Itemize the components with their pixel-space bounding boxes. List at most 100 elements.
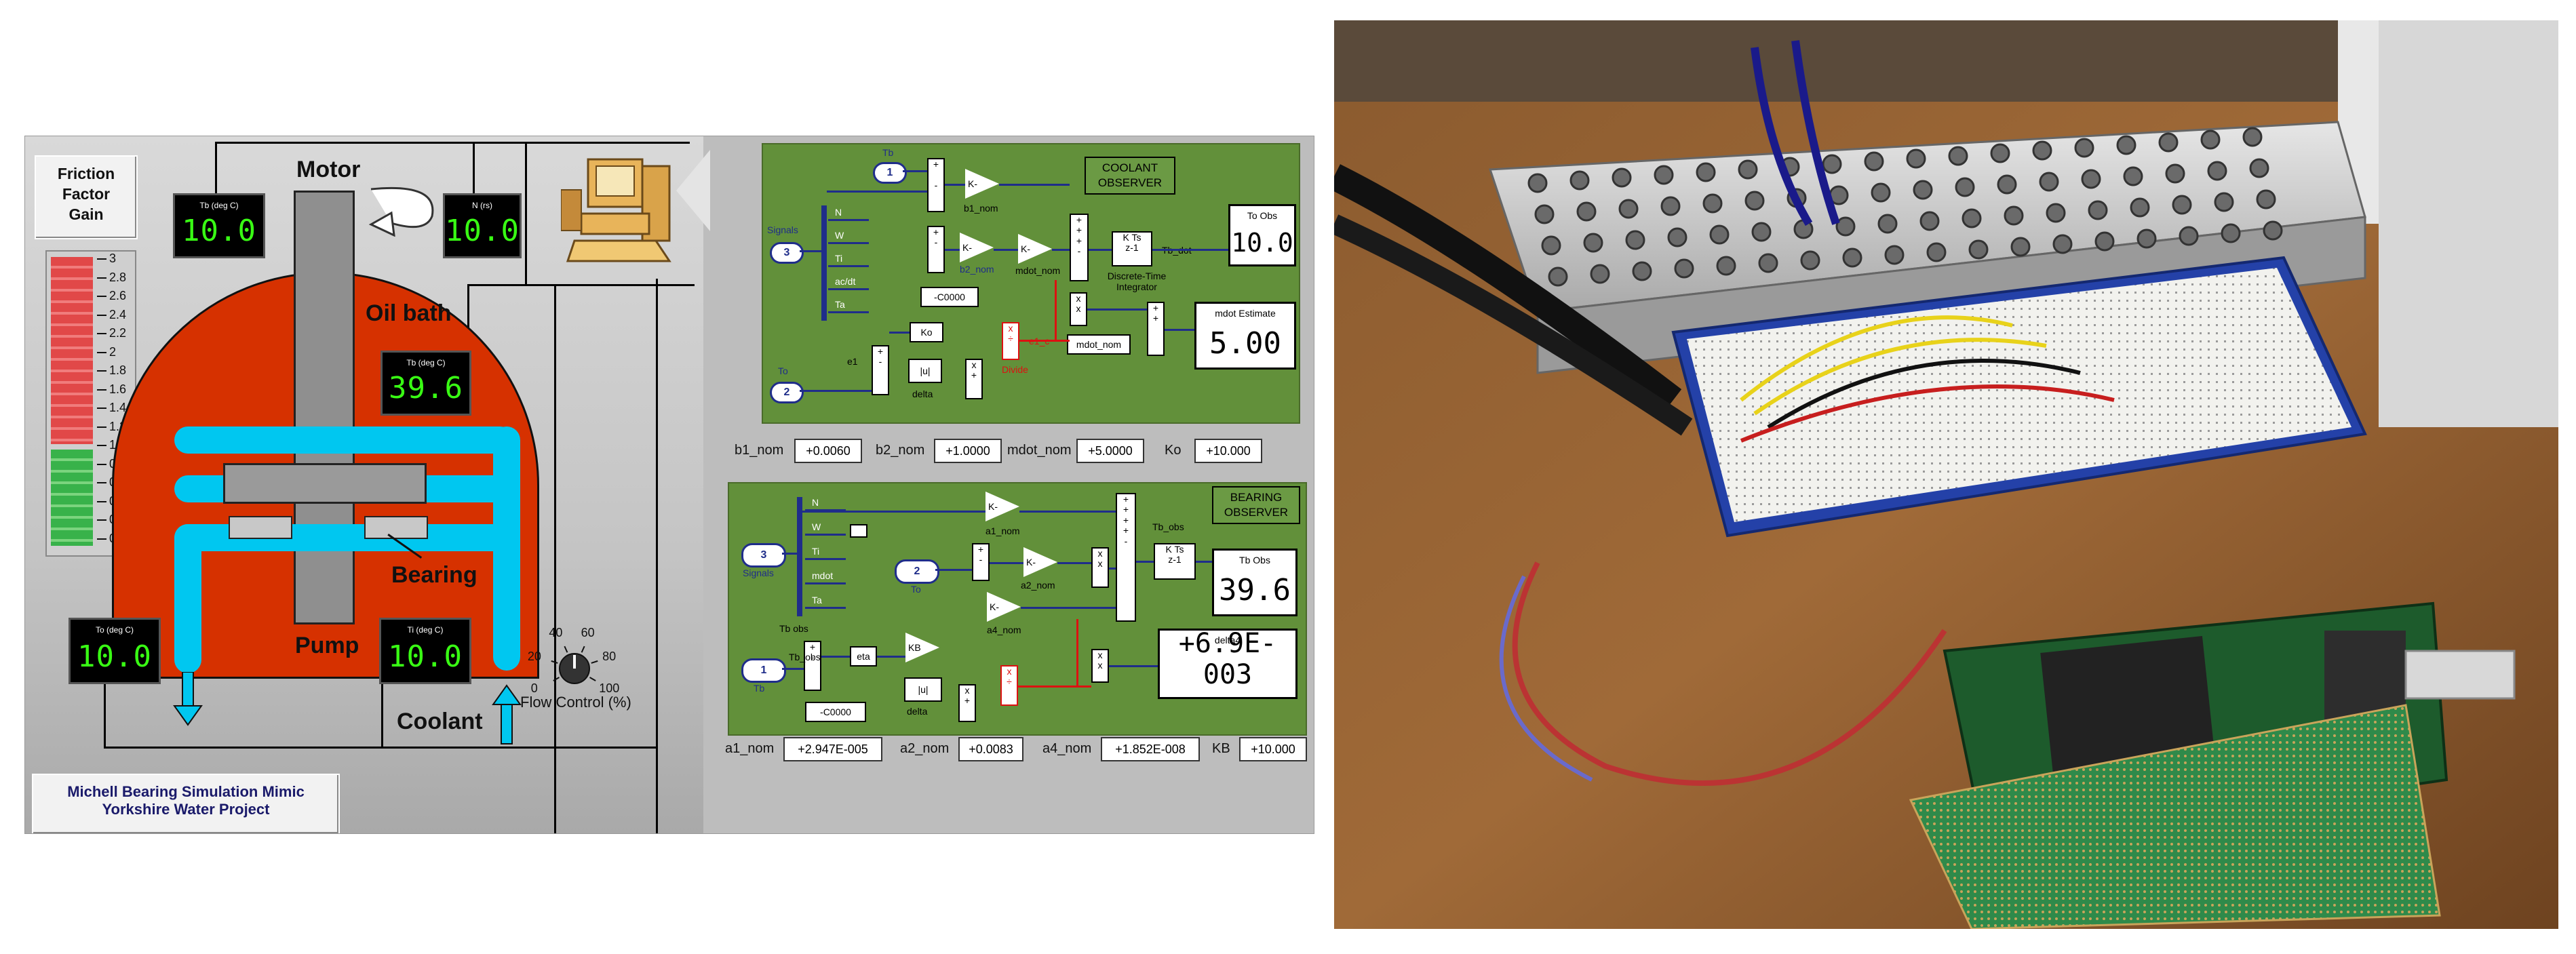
signal-line [877, 656, 905, 658]
param-label: b1_nom [735, 443, 784, 458]
wire [467, 284, 469, 365]
signal-line [805, 558, 846, 560]
bnc-connector [1744, 191, 1765, 211]
param-value-field[interactable]: +0.0083 [958, 737, 1023, 761]
to-input-label: To [778, 365, 788, 376]
bnc-connector [1913, 180, 1933, 200]
param-value-field[interactable]: +10.000 [1239, 737, 1307, 761]
jumper-wires [1499, 315, 2115, 786]
display-value: 10.0 [77, 639, 152, 674]
motor-label: Motor [296, 157, 361, 182]
bnc-connector [2172, 195, 2192, 215]
product-block: x+ [958, 684, 976, 722]
bnc-connector [1654, 165, 1674, 185]
bnc-connector [1738, 159, 1758, 180]
bnc-connector [2094, 231, 2115, 252]
mdot-gain-block [1018, 234, 1052, 264]
signal-line [1109, 665, 1158, 667]
to-obs-display: To Obs 10.0 [1228, 204, 1296, 266]
ko-gain-block: Ko [910, 322, 943, 342]
bnc-connector [2081, 169, 2101, 189]
bnc-connector [1583, 233, 1603, 253]
b2-gain-symbol: K- [962, 242, 972, 253]
param-value-field[interactable]: +0.0060 [794, 439, 862, 463]
signal-line [990, 562, 1023, 564]
sum-block: +- [804, 641, 821, 691]
wire [215, 142, 217, 196]
divide-block: x÷ [1000, 665, 1018, 706]
signal-line [782, 668, 804, 670]
coolant-out-arrow-icon [173, 671, 203, 726]
dial-tick [589, 677, 596, 681]
coolant-out-temp-display: To (deg C) 10.0 [69, 618, 161, 684]
mdot-estimate-display: mdot Estimate 5.00 [1194, 302, 1296, 370]
bnc-connector [1696, 162, 1716, 182]
scale-tick-mark [97, 538, 106, 540]
bnc-connector [1548, 266, 1568, 287]
signal-line [1136, 561, 1154, 563]
scale-tick-mark [97, 351, 106, 353]
a2-gain-symbol: K- [1026, 557, 1036, 568]
perfboard [1909, 704, 2441, 929]
divide-label: Divide [1002, 364, 1028, 375]
signal-line [828, 288, 869, 290]
bnc-connector [1667, 227, 1687, 247]
param-value-field[interactable]: +5.0000 [1076, 439, 1144, 463]
bnc-connector [1541, 235, 1561, 256]
mdot-gain-symbol: K- [1021, 243, 1030, 254]
display-title: To (deg C) [95, 625, 134, 635]
param-value-field[interactable]: +1.852E-008 [1101, 737, 1200, 761]
signals-input-label: Signals [767, 224, 798, 235]
signal-line-red [1076, 619, 1078, 687]
bnc-connector [2179, 226, 2199, 246]
friction-gain-title-panel: Friction Factor Gain [35, 155, 138, 239]
signal-line [821, 656, 850, 658]
coolant-label: Coolant [397, 709, 483, 734]
footer-line-2: Yorkshire Water Project [102, 801, 270, 818]
signal-line [1109, 568, 1116, 570]
param-value-field[interactable]: +2.947E-005 [783, 737, 882, 761]
bnc-connector [2200, 130, 2221, 150]
a4-gain-symbol: K- [990, 601, 999, 612]
scale-tick-mark [97, 333, 106, 334]
coolant-observer-title: COOLANT OBSERVER [1085, 157, 1175, 195]
signal-line [994, 249, 1018, 251]
bus-selector-block [850, 524, 867, 538]
bnc-connector [2130, 197, 2150, 218]
to-inport: 2 [895, 559, 939, 584]
bnc-connector [2123, 166, 2143, 186]
signals-inport: 3 [770, 242, 804, 264]
sum-block: +- [872, 345, 889, 395]
callout-pointer [676, 150, 710, 231]
wire [554, 284, 556, 833]
signal-line-red [1055, 280, 1057, 341]
param-label: mdot_nom [1007, 443, 1072, 458]
bnc-connector [2256, 189, 2276, 210]
b2-gain-label: b2_nom [960, 264, 994, 275]
param-value-field[interactable]: +10.000 [1194, 439, 1262, 463]
wire [104, 682, 106, 747]
param-value-field[interactable]: +1.0000 [934, 439, 1002, 463]
scale-tick-mark [97, 296, 106, 297]
friction-gain-slider[interactable]: 32.82.62.42.221.81.61.41.210.80.60.40.20 [45, 250, 136, 557]
scale-tick-mark [97, 408, 106, 409]
tb-obs-tag: Tb_obs [1152, 521, 1184, 532]
bnc-connector [1842, 247, 1862, 268]
signal-line [1021, 607, 1116, 609]
bnc-connector [1702, 193, 1723, 214]
bus-signal-label: Ti [835, 253, 843, 264]
signal-line [800, 250, 821, 252]
scale-tick-label: 2.2 [109, 326, 127, 340]
sum-block: +- [972, 543, 990, 581]
param-label: Ko [1165, 443, 1182, 458]
a2-gain-label: a2_nom [1021, 580, 1055, 591]
b2-gain-block [960, 233, 994, 262]
signal-line [1019, 511, 1116, 513]
pump-label: Pump [295, 633, 359, 658]
param-label: a1_nom [725, 741, 775, 756]
scale-tick-mark [97, 426, 106, 428]
dial-tick-label: 20 [527, 650, 541, 664]
